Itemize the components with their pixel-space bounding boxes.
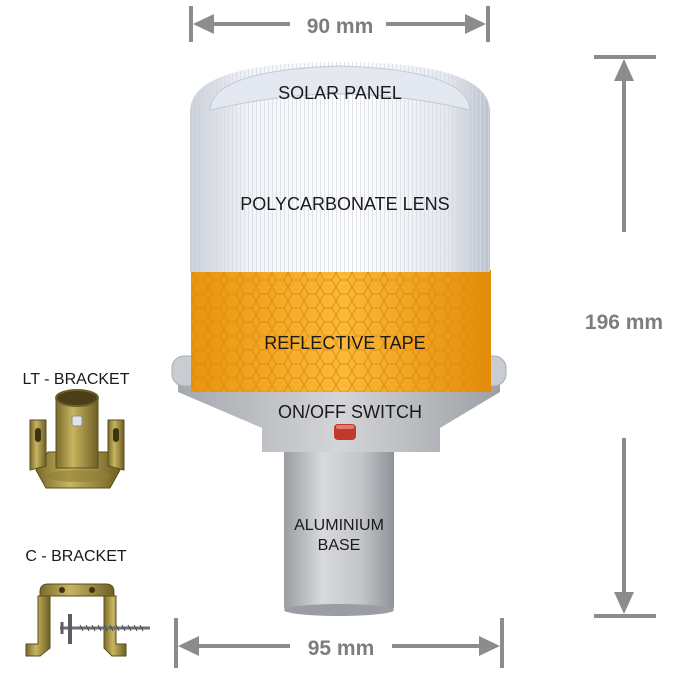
base-label-line2: BASE bbox=[318, 537, 361, 554]
lt-bracket: LT - BRACKET bbox=[23, 371, 130, 489]
lt-bracket-label: LT - BRACKET bbox=[23, 371, 130, 388]
solar-lamp: SOLAR PANEL POLYCARBONATE LENS REFLECTIV… bbox=[171, 62, 507, 616]
c-bracket-label: C - BRACKET bbox=[25, 548, 127, 565]
base-label-line1: ALUMINIUM bbox=[294, 517, 384, 534]
c-bracket-image bbox=[25, 583, 150, 657]
tape-label: REFLECTIVE TAPE bbox=[264, 333, 425, 353]
aluminium-base bbox=[284, 440, 394, 612]
lt-bracket-image bbox=[29, 389, 125, 489]
solar-panel bbox=[209, 65, 471, 111]
lens-label: POLYCARBONATE LENS bbox=[240, 194, 449, 214]
bottom-width-dimension: 95 mm bbox=[174, 618, 504, 668]
c-bracket: C - BRACKET bbox=[25, 548, 150, 657]
solar-panel-label: SOLAR PANEL bbox=[278, 83, 402, 103]
height-label: 196 mm bbox=[585, 311, 663, 334]
height-dimension: 196 mm bbox=[585, 55, 663, 618]
bottom-width-label: 95 mm bbox=[308, 637, 375, 660]
top-width-dimension: 90 mm bbox=[189, 6, 490, 42]
switch-label: ON/OFF SWITCH bbox=[278, 402, 422, 422]
top-width-label: 90 mm bbox=[307, 15, 374, 38]
